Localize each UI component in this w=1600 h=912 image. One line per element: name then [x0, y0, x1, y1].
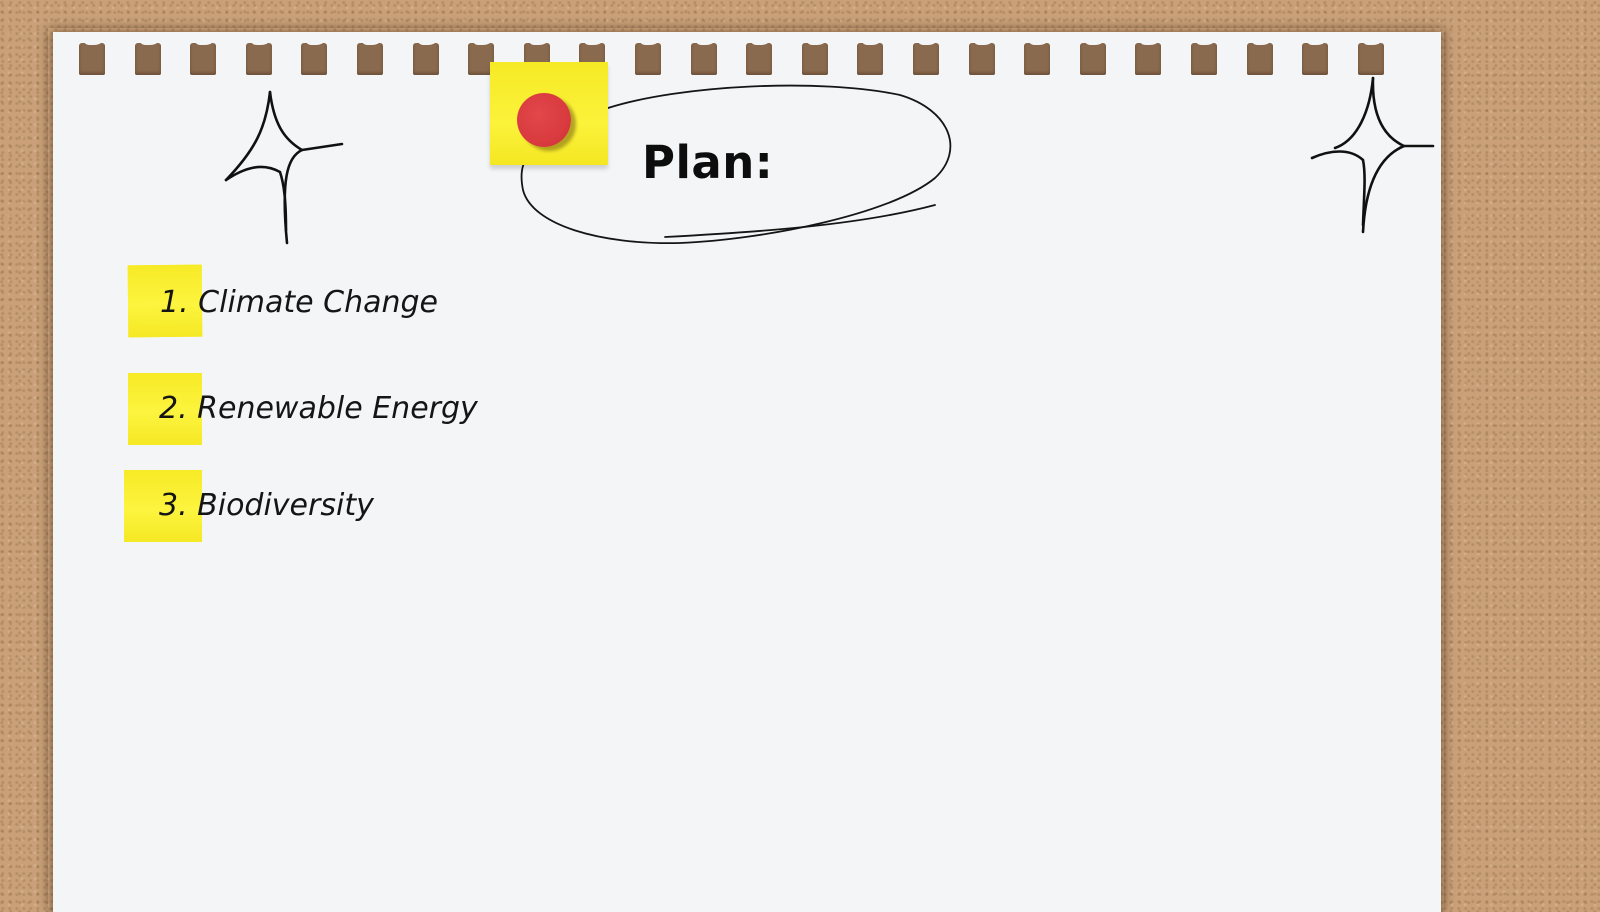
- paper-hole: [1302, 43, 1329, 75]
- paper-hole: [801, 43, 828, 75]
- paper-hole: [1135, 43, 1162, 75]
- paper-hole: [468, 43, 495, 75]
- paper-hole: [746, 43, 773, 75]
- paper-hole: [913, 43, 939, 75]
- list-item-label: 1. Climate Change: [160, 284, 438, 320]
- paper-hole: [412, 43, 439, 75]
- list-item-label: 3. Biodiversity: [159, 487, 374, 523]
- paper-hole: [1246, 43, 1273, 75]
- list-item: 1. Climate Change: [127, 264, 438, 338]
- paper-hole: [1191, 43, 1217, 75]
- list-item-label: 2. Renewable Energy: [159, 390, 478, 426]
- paper-hole: [134, 43, 161, 75]
- sticky-note-icon: [128, 373, 202, 445]
- paper-hole: [857, 43, 884, 75]
- paper-hole: [1079, 43, 1106, 75]
- paper-hole: [1357, 43, 1384, 75]
- paper-hole: [245, 43, 272, 75]
- paper-hole: [690, 43, 717, 75]
- push-pin-icon: [517, 93, 571, 147]
- paper-hole: [357, 43, 383, 75]
- page-title: Plan:: [642, 136, 774, 189]
- paper-hole: [968, 43, 995, 75]
- paper-hole: [190, 43, 217, 75]
- paper-hole: [79, 43, 105, 75]
- paper-hole: [1024, 43, 1051, 75]
- sticky-note-icon: [124, 470, 202, 542]
- spiral-holes: [53, 32, 1441, 82]
- list-item: 3. Biodiversity: [124, 470, 374, 542]
- paper-hole: [635, 43, 661, 75]
- list-item: 2. Renewable Energy: [128, 373, 478, 445]
- paper-hole: [301, 43, 328, 75]
- pinned-sticky-note: [490, 62, 608, 165]
